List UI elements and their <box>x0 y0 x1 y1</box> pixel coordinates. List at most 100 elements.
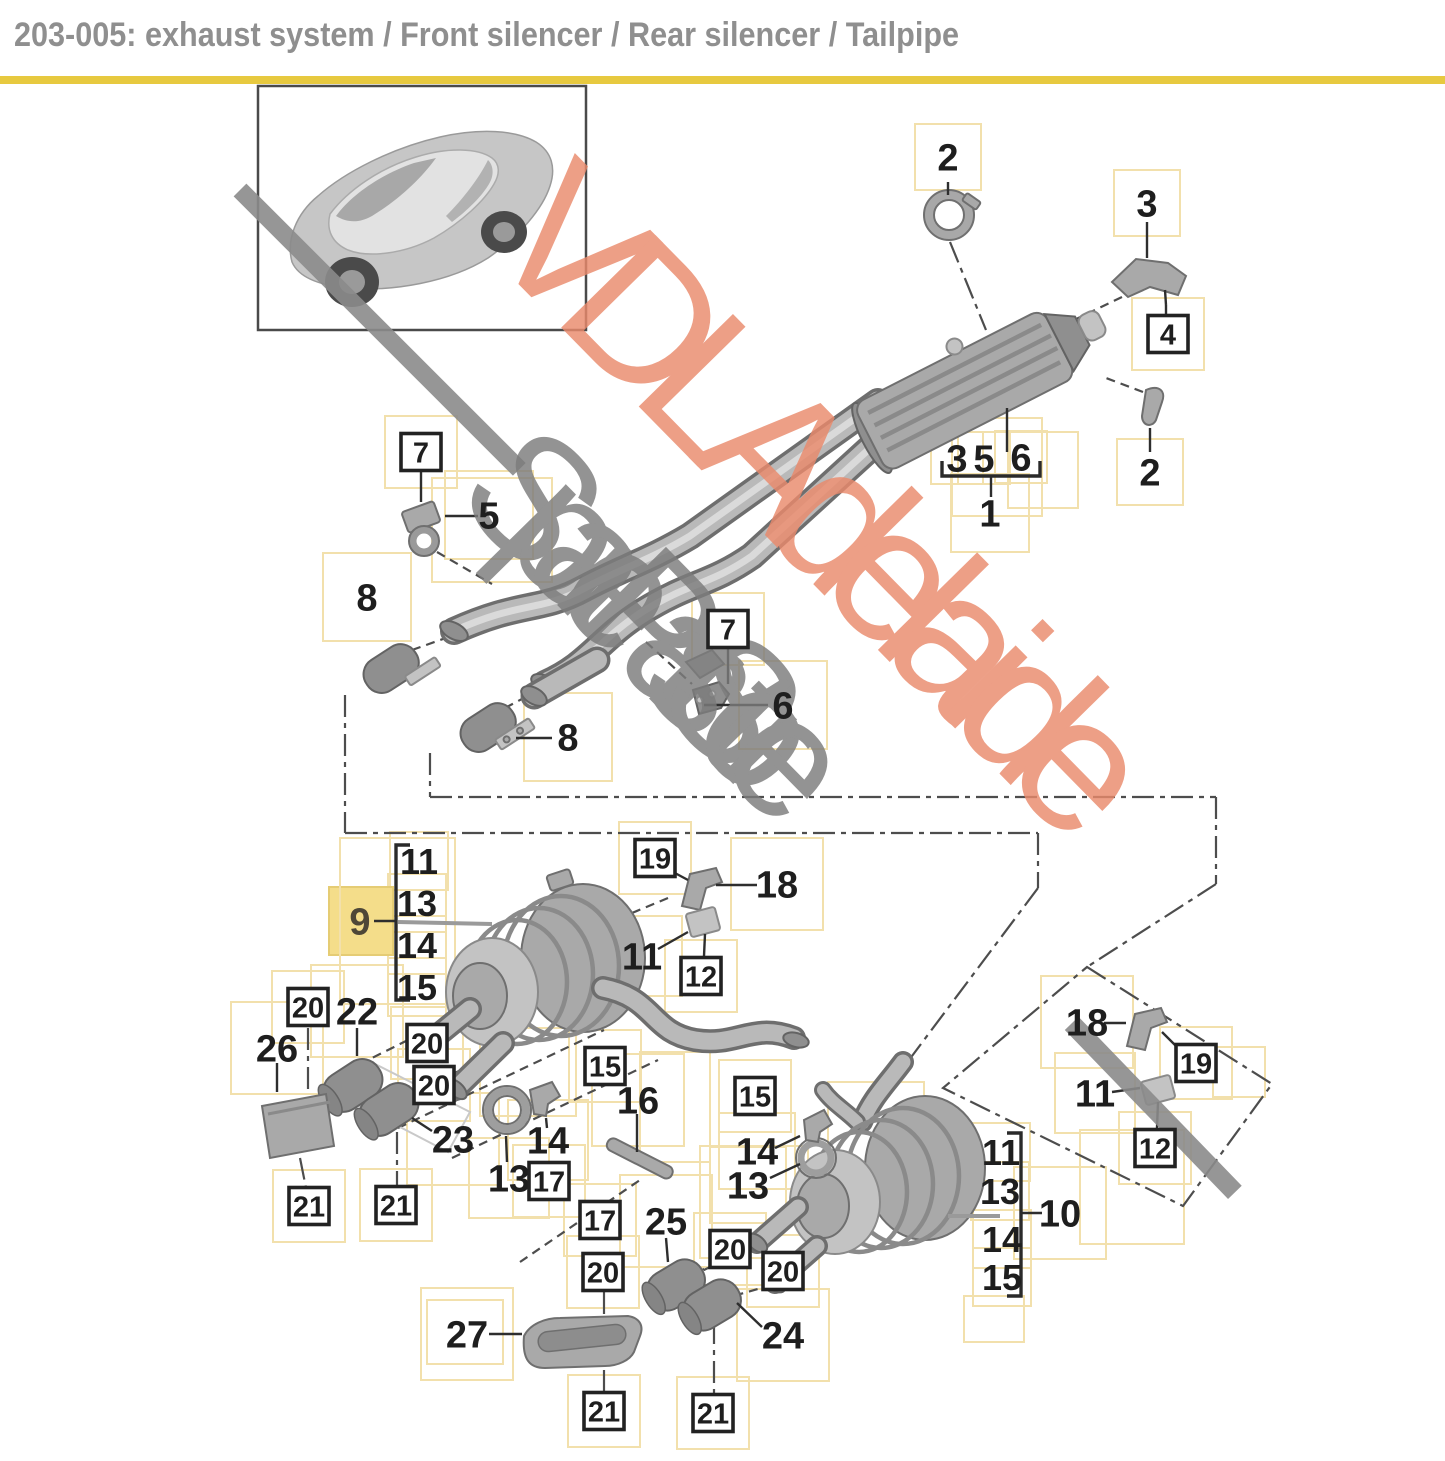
hotspot-accent <box>1159 1026 1233 1100</box>
callout-24[interactable]: 24 <box>762 1316 804 1358</box>
callout-8[interactable]: 8 <box>356 578 377 620</box>
callout-box-21[interactable] <box>374 1184 418 1226</box>
callout-21[interactable]: 21 <box>293 1191 325 1223</box>
callout-box-17[interactable] <box>527 1160 571 1202</box>
callout-18[interactable]: 18 <box>1066 1003 1108 1045</box>
callout-box-19[interactable] <box>633 837 677 879</box>
callout-11[interactable]: 11 <box>982 1132 1020 1173</box>
callout-16[interactable]: 16 <box>617 1081 659 1123</box>
callout-18[interactable]: 18 <box>756 865 798 907</box>
callout-17[interactable]: 17 <box>533 1166 565 1198</box>
callout-25[interactable]: 25 <box>645 1202 687 1244</box>
callout-box-7[interactable] <box>399 431 443 473</box>
callout-4[interactable]: 4 <box>1160 319 1176 351</box>
callout-20[interactable]: 20 <box>767 1256 799 1288</box>
callout-21[interactable]: 21 <box>380 1190 412 1222</box>
callout-9[interactable]: 9 <box>349 902 370 944</box>
callout-13[interactable]: 13 <box>397 883 437 924</box>
page-header: 203-005: exhaust system / Front silencer… <box>0 0 1445 76</box>
callout-box-19[interactable] <box>1174 1042 1218 1084</box>
callout-box-20[interactable] <box>708 1228 752 1270</box>
callout-box-20[interactable] <box>286 986 330 1028</box>
callout-20[interactable]: 20 <box>714 1234 746 1266</box>
rubber-mount-8-left <box>362 643 442 694</box>
hotspot-accent <box>972 1247 1032 1307</box>
hotspot-accent <box>957 431 1011 485</box>
callout-box-4[interactable] <box>1146 313 1190 355</box>
callout-22[interactable]: 22 <box>336 992 378 1034</box>
callout-20[interactable]: 20 <box>411 1028 443 1060</box>
callout-15[interactable]: 15 <box>589 1051 621 1083</box>
callout-box-15[interactable] <box>733 1075 777 1117</box>
callout-12[interactable]: 12 <box>685 961 717 993</box>
bracket-7-clamp-6 <box>684 648 731 716</box>
callout-box-7[interactable] <box>706 608 750 650</box>
hotspot-accent <box>359 1168 433 1242</box>
callout-box-15[interactable] <box>583 1045 627 1087</box>
callout-box-21[interactable] <box>582 1390 626 1432</box>
callout-6[interactable]: 6 <box>1010 438 1031 480</box>
hotspot-accent <box>322 552 412 642</box>
callout-box-17[interactable] <box>578 1199 622 1241</box>
callout-17[interactable]: 17 <box>584 1205 616 1237</box>
callout-27[interactable]: 27 <box>446 1315 488 1357</box>
callout-box-21[interactable] <box>287 1185 331 1227</box>
callout-8[interactable]: 8 <box>557 718 578 760</box>
tailpipe-plate-26 <box>260 1092 336 1160</box>
callout-box-12[interactable] <box>1133 1127 1177 1169</box>
callout-box-20[interactable] <box>581 1251 625 1293</box>
callout-box-20[interactable] <box>412 1064 456 1106</box>
callout-5[interactable]: 5 <box>478 496 499 538</box>
callout-14[interactable]: 14 <box>736 1132 778 1174</box>
callout-14[interactable]: 14 <box>982 1219 1022 1260</box>
callout-6[interactable]: 6 <box>772 686 793 728</box>
callout-13[interactable]: 13 <box>980 1171 1020 1212</box>
callout-11[interactable]: 11 <box>622 937 662 979</box>
callout-19[interactable]: 19 <box>639 843 671 875</box>
strap-16 <box>605 1137 674 1180</box>
page-title: 203-005: exhaust system / Front silencer… <box>14 16 960 54</box>
callout-23[interactable]: 23 <box>432 1120 474 1162</box>
callout-3[interactable]: 3 <box>946 439 967 481</box>
callout-19[interactable]: 19 <box>1180 1048 1212 1080</box>
callout-2[interactable]: 2 <box>937 138 958 180</box>
tailpipe-trim-25-24 <box>641 1258 742 1336</box>
callout-5[interactable]: 5 <box>973 439 994 481</box>
callout-21[interactable]: 21 <box>697 1398 729 1430</box>
callout-20[interactable]: 20 <box>587 1257 619 1289</box>
callout-11[interactable]: 11 <box>1075 1074 1115 1116</box>
hotspot-accent <box>230 1001 324 1095</box>
bracket-7-clamp-5 <box>401 500 441 557</box>
callout-14[interactable]: 14 <box>397 925 437 966</box>
callout-box-12[interactable] <box>679 955 723 997</box>
callout-15[interactable]: 15 <box>982 1257 1022 1298</box>
vband-clamp-13-left <box>482 1085 532 1135</box>
callout-21[interactable]: 21 <box>588 1396 620 1428</box>
callout-12[interactable]: 12 <box>1139 1133 1171 1165</box>
callout-11[interactable]: 11 <box>400 841 438 882</box>
callout-7[interactable]: 7 <box>413 437 429 469</box>
callout-3[interactable]: 3 <box>1136 184 1157 226</box>
rubber-mount-8-bottom <box>459 702 536 753</box>
callout-15[interactable]: 15 <box>397 967 437 1008</box>
hotspot-accent <box>512 1144 586 1218</box>
group-brackets <box>394 461 1042 1298</box>
callout-2[interactable]: 2 <box>1139 453 1160 495</box>
group-boundary-lines <box>298 241 1274 1396</box>
callout-13[interactable]: 13 <box>488 1159 530 1201</box>
callout-26[interactable]: 26 <box>256 1029 298 1071</box>
callout-10[interactable]: 10 <box>1039 1194 1081 1236</box>
callout-14[interactable]: 14 <box>527 1121 569 1163</box>
callout-box-20[interactable] <box>405 1022 449 1064</box>
callout-20[interactable]: 20 <box>292 992 324 1024</box>
callout-7[interactable]: 7 <box>720 614 736 646</box>
callout-box-20[interactable] <box>761 1250 805 1292</box>
callout-1[interactable]: 1 <box>979 494 1000 536</box>
callout-15[interactable]: 15 <box>739 1081 771 1113</box>
callout-20[interactable]: 20 <box>418 1070 450 1102</box>
callout-box-21[interactable] <box>691 1392 735 1434</box>
callout-13[interactable]: 13 <box>727 1166 769 1208</box>
